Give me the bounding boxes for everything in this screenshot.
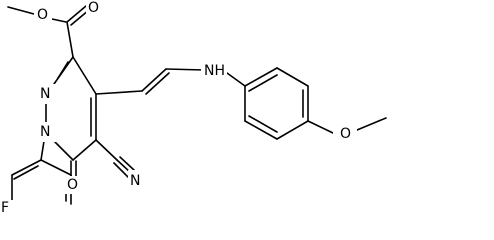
bond-c5-nitrile-c <box>95 139 118 161</box>
atom-fluorine: F <box>1 200 9 216</box>
bond-aryl2-2 <box>276 67 309 87</box>
atom-ring-n1: N <box>40 124 50 140</box>
atom-nitrile-n: N <box>130 173 140 189</box>
atom-label-layer: O O N N NH N O F O <box>1 0 352 216</box>
molecule-diagram: O O N N NH N O F O <box>0 0 387 216</box>
bond-vinyl-nh <box>165 68 205 71</box>
bond-aryl1-3 <box>40 159 72 176</box>
bond-aryl1-1 <box>11 159 42 176</box>
bond-aryl2-5b <box>248 115 278 133</box>
bond-n1-c6 <box>53 140 74 161</box>
bond-ester-c-ring-c3 <box>66 21 74 58</box>
bond-ester-c-carbonyl-o <box>66 5 87 23</box>
atom-methoxy-o: O <box>340 126 351 142</box>
bond-o-methyl <box>356 117 387 131</box>
bond-aryl2-o <box>307 120 334 134</box>
bond-c3-n2-double <box>57 61 69 79</box>
bond-vinyl-double-2 <box>145 72 170 95</box>
atom-ester-o-carbonyl: O <box>88 0 99 16</box>
atom-ring-n2: N <box>40 86 50 102</box>
bond-methyl-o <box>7 6 35 15</box>
bond-layer <box>1 5 387 211</box>
bond-nitrile-triple-2 <box>113 162 129 178</box>
bond-nh-aryl <box>226 72 246 87</box>
bond-aryl2-5 <box>244 120 278 140</box>
bond-o-ester-c <box>51 18 67 23</box>
atom-amine-nh: NH <box>204 63 225 79</box>
bond-c4-c3 <box>72 56 97 95</box>
bond-aryl2-4 <box>276 120 309 140</box>
bond-aryl1-1b <box>13 165 39 180</box>
atom-ring-carbonyl-o: O <box>67 177 78 193</box>
bond-aryl2-1b <box>248 74 278 92</box>
bond-nitrile-triple-3 <box>119 156 135 171</box>
bond-c6-c5 <box>72 139 97 161</box>
atom-ester-o-methyl: O <box>37 7 48 23</box>
bond-c4-vinyl <box>95 90 143 95</box>
bond-aryl2-1 <box>244 67 278 87</box>
bond-n1-aryl <box>40 140 45 161</box>
bond-vinyl-double <box>141 68 167 92</box>
